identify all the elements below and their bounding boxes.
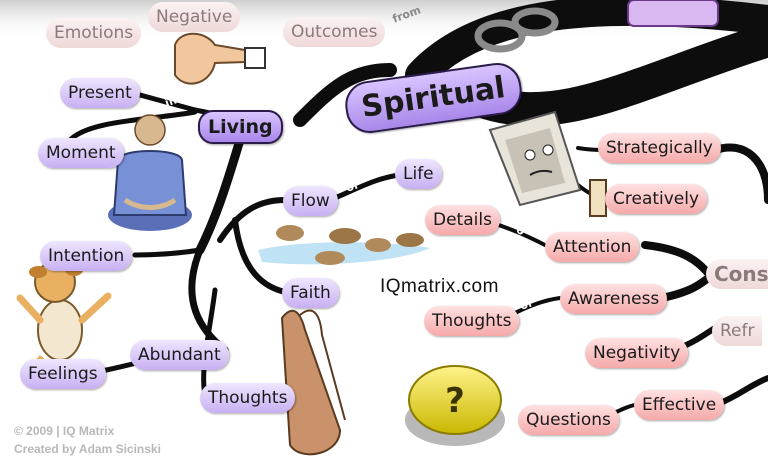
node-details[interactable]: Details xyxy=(425,205,500,235)
copyright-line: © 2009 | IQ Matrix xyxy=(14,424,115,438)
node-creatively[interactable]: Creatively xyxy=(605,184,708,214)
dog-illustration xyxy=(16,261,112,367)
node-life[interactable]: Life xyxy=(395,159,442,189)
node-negative[interactable]: Negative xyxy=(148,2,241,32)
purple-box-illustration xyxy=(627,0,719,27)
node-questions[interactable]: Questions xyxy=(518,405,619,435)
node-intention[interactable]: Intention xyxy=(40,241,133,271)
node-present[interactable]: Present xyxy=(60,78,140,108)
pointing-hand-illustration xyxy=(174,32,266,85)
question-button-illustration xyxy=(405,365,505,446)
node-attention[interactable]: Attention xyxy=(545,232,640,262)
author-credit: Created by Adam Sicinski xyxy=(14,442,161,456)
stepping-stones-illustration xyxy=(258,225,430,265)
node-negativity[interactable]: Negativity xyxy=(585,338,689,368)
chain-illustration xyxy=(474,7,559,53)
node-feelings[interactable]: Feelings xyxy=(20,359,106,389)
node-flow[interactable]: Flow xyxy=(283,186,338,216)
node-thoughts-right[interactable]: Thoughts xyxy=(424,306,520,336)
hub-node-living[interactable]: Living xyxy=(198,110,283,144)
praying-hands-illustration xyxy=(280,309,346,456)
website-label: IQmatrix.com xyxy=(380,276,499,297)
stressed-computer-illustration xyxy=(488,110,607,217)
node-awareness[interactable]: Awareness xyxy=(560,284,668,314)
node-abundant[interactable]: Abundant xyxy=(130,340,229,370)
node-strategically[interactable]: Strategically xyxy=(598,133,721,163)
node-cons-partial[interactable]: Cons xyxy=(706,259,768,289)
node-emotions[interactable]: Emotions xyxy=(46,18,142,48)
node-outcomes[interactable]: Outcomes xyxy=(283,17,386,47)
meditating-man-illustration xyxy=(108,114,192,231)
question-mark-icon: ? xyxy=(445,381,465,421)
node-refr-partial[interactable]: Refr xyxy=(712,316,763,346)
node-thoughts-left[interactable]: Thoughts xyxy=(200,383,296,413)
node-faith[interactable]: Faith xyxy=(282,278,339,308)
node-effective[interactable]: Effective xyxy=(634,390,725,420)
node-moment[interactable]: Moment xyxy=(38,138,124,168)
